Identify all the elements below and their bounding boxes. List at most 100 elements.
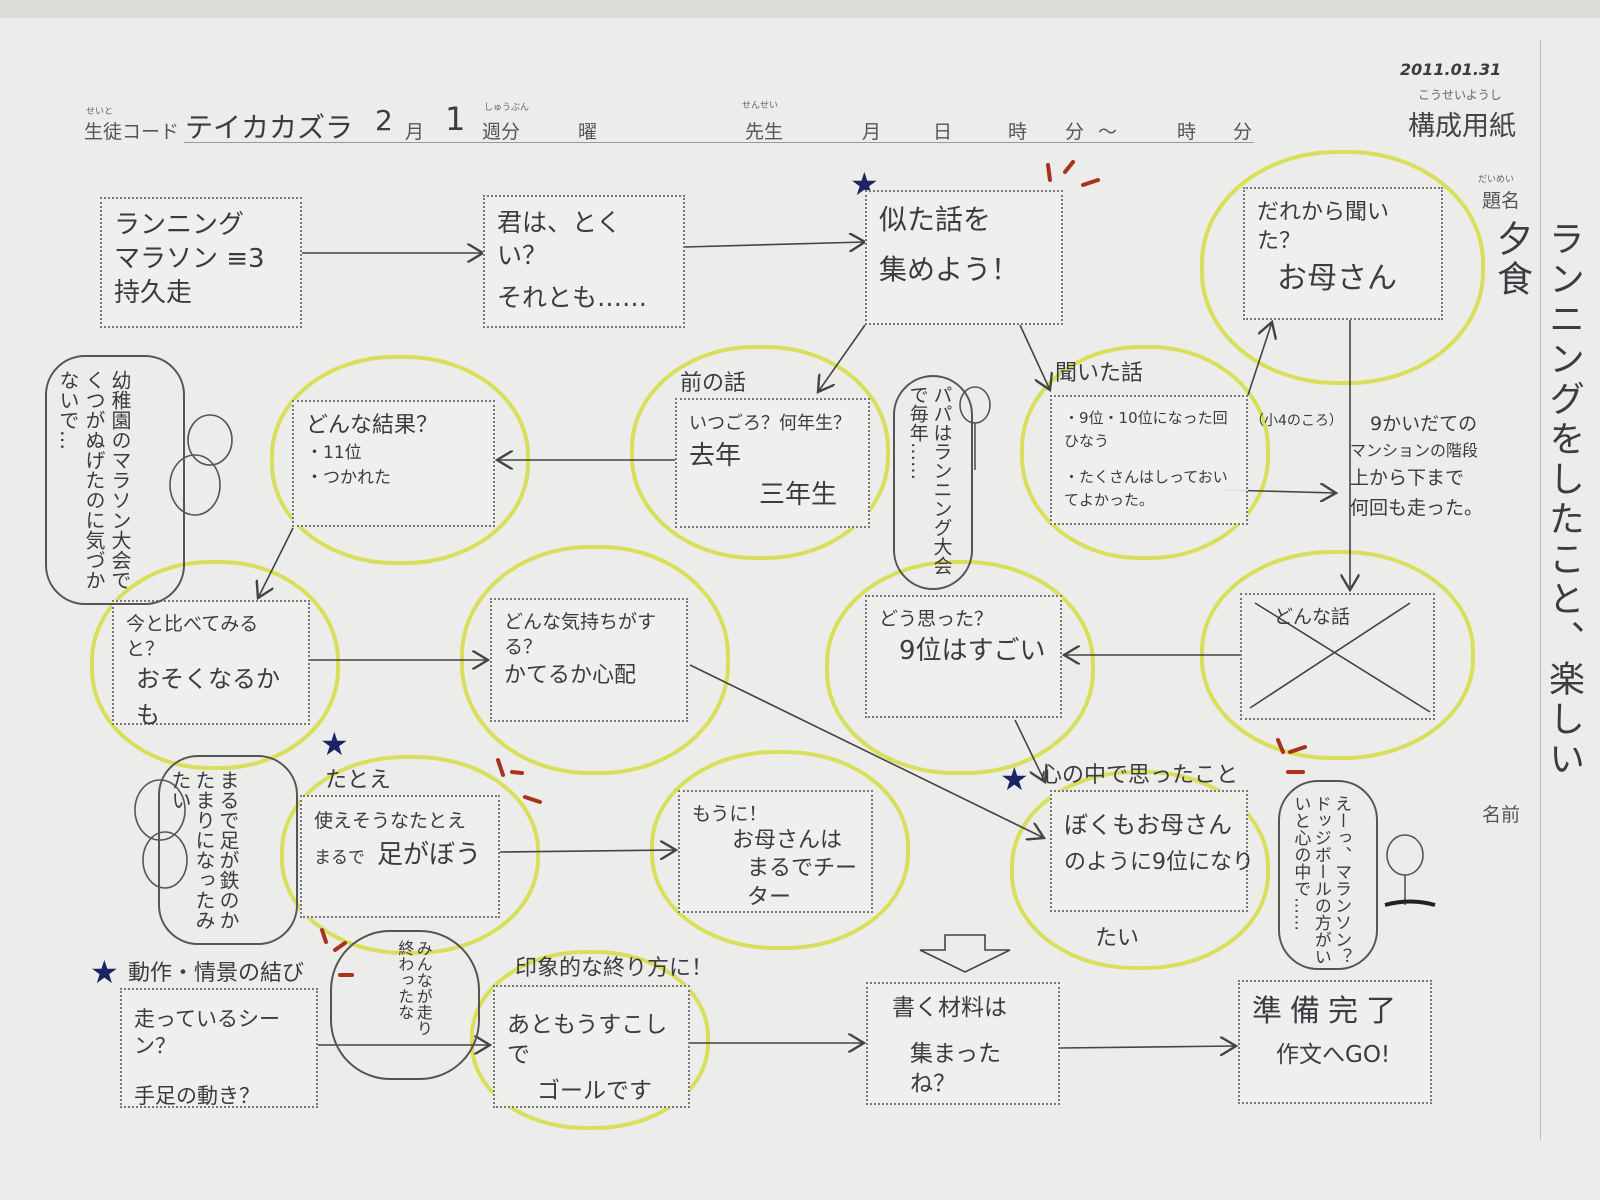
speech-bubble <box>1278 780 1378 970</box>
date-month-label: 月 <box>862 121 882 143</box>
box-answer-tail: たい <box>1095 926 1140 951</box>
dodgeball-note: えーっ、マランソン？ドッジボールの方がいいと心の中で…… <box>1290 795 1352 965</box>
box-line: 持久走 <box>114 277 193 308</box>
teacher-label: 先生 <box>745 121 784 143</box>
box-answer: お母さん <box>1277 261 1397 297</box>
box-label: 印象的な終り方に！ <box>515 956 714 981</box>
essay-title: ランニングをしたこと、楽しい夕食 <box>1491 220 1584 780</box>
box-question: もうに！ <box>692 803 768 825</box>
box-answer: 9位はすごい <box>899 635 1046 666</box>
heard-from-box: だれから聞いた？ お母さん <box>1243 187 1443 320</box>
box-question: どんな結果？ <box>306 413 439 438</box>
thought-box: どう思った？ 9位はすごい <box>865 595 1062 718</box>
student-name: テイカカズラ <box>185 111 354 144</box>
box-answer: ゴールです <box>537 1077 652 1104</box>
month-label: 月 <box>405 121 425 143</box>
cloud <box>630 345 890 560</box>
hour-label: 時 <box>1008 121 1028 143</box>
crossed-out-box: どんな話 <box>1240 593 1435 720</box>
box-question: どんな気持ちがする？ <box>504 611 657 658</box>
topic-box: ランニング マラソン ≡3 持久走 <box>100 197 302 328</box>
date-day-label: 日 <box>933 121 953 143</box>
box-label: たとえ <box>325 768 392 793</box>
name-label: 名前 <box>1482 804 1521 826</box>
header-rule <box>184 142 1254 143</box>
star-icon: ★ <box>1000 760 1029 798</box>
box-label: 動作・情景の結び <box>128 961 305 986</box>
sheet-title-ruby: こうせいようし <box>1418 88 1502 102</box>
note-line: 上から下まで <box>1350 467 1465 490</box>
speech-bubble <box>45 355 185 605</box>
materials-ready-box: 書く材料は 集まったね？ <box>866 982 1060 1105</box>
box-question: 今と比べてみると？ <box>126 613 259 660</box>
week-value: 1 <box>445 100 466 138</box>
box-line: ランニング <box>114 210 245 240</box>
speech-bubble <box>158 755 298 945</box>
age-note: （小4のころ） <box>1250 413 1343 429</box>
box-answer: あともうすこしで <box>507 1012 668 1068</box>
box-question: だれから聞いた？ <box>1257 200 1390 254</box>
box-answer: おそくなるかも <box>136 665 280 730</box>
box-line: 似た話を <box>879 203 992 236</box>
cloud <box>90 560 340 770</box>
previous-story-box: いつごろ？何年生？ 去年 三年生 <box>675 398 870 528</box>
ending-box: あともうすこしで ゴールです <box>493 985 690 1108</box>
minute2-label: 分 <box>1233 121 1253 143</box>
star-icon: ★ <box>90 953 119 991</box>
box-answer: お母さんは <box>732 827 843 853</box>
sheet-title: 構成用紙 <box>1408 111 1516 142</box>
box-answer: のように9位になり <box>1064 850 1254 876</box>
note-line: マンションの階段 <box>1350 441 1479 461</box>
box-item: ・つかれた <box>306 468 391 489</box>
box-line: 君は、とくい？ <box>497 208 622 270</box>
box-prefix: まるで <box>314 847 365 868</box>
box-item: ・たくさんはしっておいてよかった。 <box>1064 468 1228 509</box>
note-line: 9かいだての <box>1370 413 1478 435</box>
speech-bubble <box>893 375 973 590</box>
similar-stories-box: 似た話を 集めよう！ <box>865 190 1063 325</box>
cloud <box>280 755 540 955</box>
inner-thought-box: ぼくもお母さん のように9位になり <box>1050 790 1254 912</box>
student-code-ruby: せいと <box>86 107 114 117</box>
title-label: 題名 <box>1482 190 1521 212</box>
cheetah-box: もうに！ お母さんは まるでチーター <box>678 790 873 913</box>
stamp-date: 2011.01.31 <box>1400 60 1502 79</box>
box-question: どんな話 <box>1274 606 1351 628</box>
result-box: どんな結果？ ・11位 ・つかれた <box>292 400 495 527</box>
iron-legs-note: まるで足が鉄のかたまりになったみたい <box>168 770 240 930</box>
compare-now-box: 今と比べてみると？ おそくなるかも <box>112 600 310 729</box>
box-question: どう思った？ <box>879 608 994 630</box>
ready-box: 準備完了 作文へGO! <box>1238 980 1432 1104</box>
box-line: 集まったね？ <box>910 1040 1002 1097</box>
box-line: それとも…… <box>497 283 648 312</box>
box-line: 準備完了 <box>1252 994 1404 1029</box>
week-label: 週分 <box>482 121 521 143</box>
range-separator: ～ <box>1098 121 1118 143</box>
papa-note: パパはランニング大会で毎年…… <box>906 385 953 575</box>
stairs-note: 9かいだての マンションの階段 上から下まで 何回も走った。 <box>1350 410 1483 523</box>
box-answer: 去年 <box>689 441 742 471</box>
action-scene-box: 走っているシーン？ 手足の動き？ <box>120 988 318 1108</box>
teacher-ruby: せんせい <box>742 101 779 111</box>
box-item: ・11位 <box>306 442 362 463</box>
box-question: いつごろ？何年生？ <box>689 413 851 434</box>
metaphor-box: 使えそうなたとえ まるで 足がぼう <box>300 795 500 918</box>
box-question: 走っているシーン？ <box>134 1007 280 1059</box>
cloud <box>1010 770 1270 970</box>
kindergarten-note: 幼稚園のマラソン大会でくつがぬげたのに気づかないで… <box>56 370 132 590</box>
box-item: ・9位・10位になった回ひなう <box>1064 409 1228 450</box>
good-at-box: 君は、とくい？ それとも…… <box>483 195 685 328</box>
box-answer: ぼくもお母さん <box>1064 811 1232 839</box>
student-code-label: 生徒コード <box>84 121 180 143</box>
box-label: 前の話 <box>680 371 747 396</box>
box-label: 心の中で思ったこと <box>1040 763 1239 788</box>
box-line: マラソン ≡3 <box>114 243 265 274</box>
margin-line <box>1540 40 1541 1140</box>
box-answer: まるでチーター <box>747 856 858 910</box>
box-label: 聞いた話 <box>1055 361 1144 386</box>
note-line: 何回も走った。 <box>1350 496 1484 519</box>
box-line: 集めよう！ <box>879 253 1020 287</box>
box-question: 使えそうなたとえ <box>314 810 467 832</box>
box-line: 書く材料は <box>892 995 1007 1021</box>
